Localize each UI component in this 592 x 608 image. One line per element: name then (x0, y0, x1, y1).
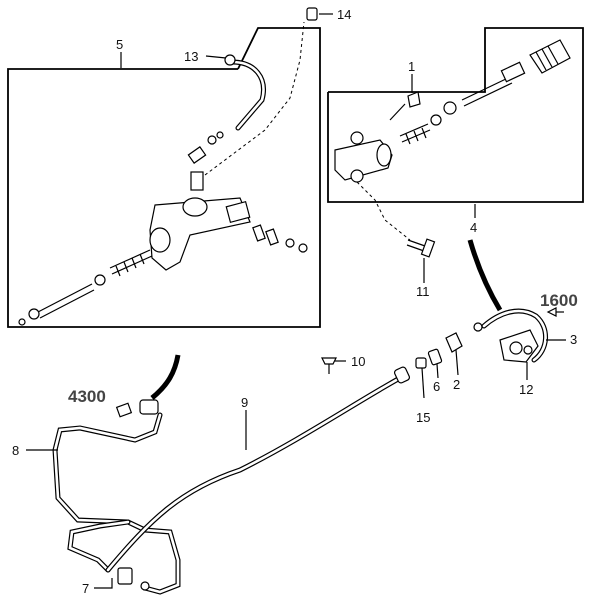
callout-9: 9 (241, 395, 248, 410)
callout-13: 13 (184, 49, 198, 64)
slave-cylinder-mounted (473, 308, 548, 363)
master-cylinder-group-box (7, 27, 321, 328)
callout-8: 8 (12, 443, 19, 458)
parts-15-6-2 (415, 332, 463, 369)
part-10-bolt (321, 357, 337, 374)
part-11-bolt (406, 238, 436, 258)
callout-12: 12 (519, 382, 533, 397)
part-7-clamp (117, 567, 150, 591)
part-14-clip (306, 7, 333, 21)
slave-cylinder-group-box (327, 27, 584, 203)
callout-15: 15 (416, 410, 430, 425)
callout-10: 10 (351, 354, 365, 369)
callout-11: 11 (416, 284, 430, 299)
clutch-hose-9 (105, 366, 411, 573)
callout-7: 7 (82, 581, 89, 596)
callout-14: 14 (337, 7, 351, 22)
slave-cylinder-assembly (334, 39, 571, 241)
callout-leaders (26, 52, 566, 589)
callout-6: 6 (433, 379, 440, 394)
leader-arrows (150, 239, 503, 400)
callout-5: 5 (116, 37, 123, 52)
callout-3: 3 (570, 332, 577, 347)
callout-2: 2 (453, 377, 460, 392)
group-ref-4300: 4300 (68, 387, 106, 406)
clutch-pipe-8 (52, 399, 181, 595)
callout-4: 4 (470, 220, 477, 235)
master-cylinder-assembly (18, 21, 308, 326)
arrow-icon (546, 307, 564, 317)
callout-1: 1 (408, 59, 415, 74)
group-ref-1600: 1600 (540, 291, 578, 310)
